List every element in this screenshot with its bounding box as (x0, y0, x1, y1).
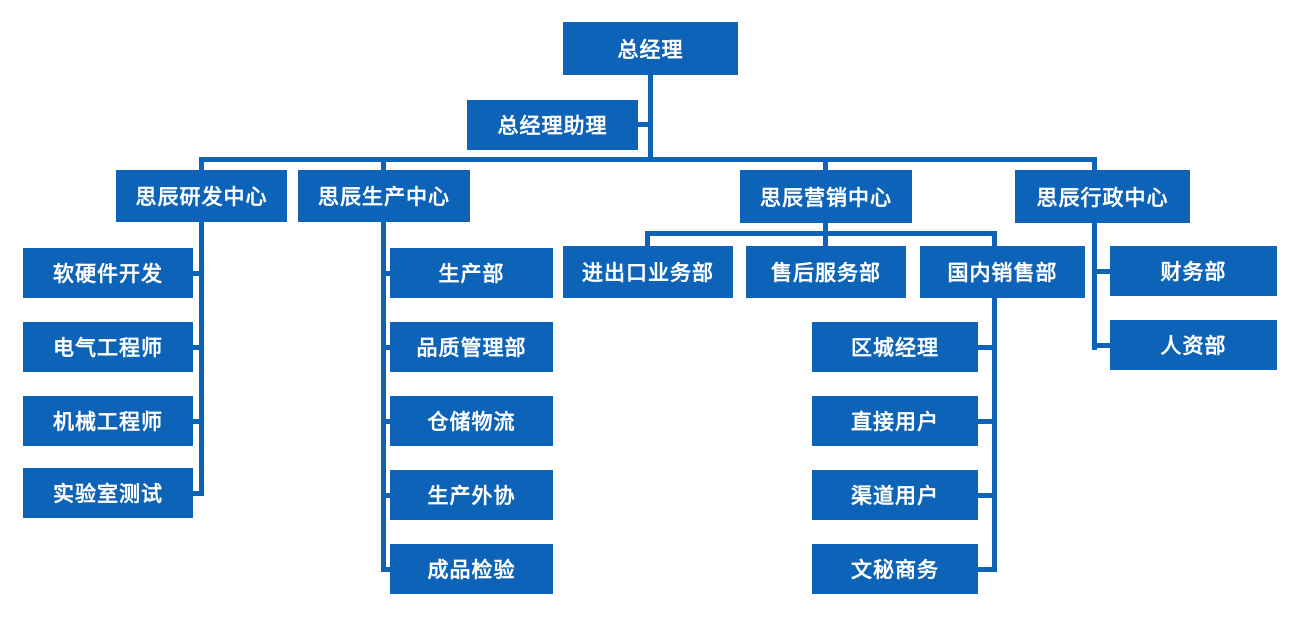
connector-admin-column (1092, 162, 1097, 350)
org-node-domestic-sales-dept: 国内销售部 (920, 246, 1085, 298)
connector-admin-stub-1 (1095, 269, 1112, 274)
connector-admin-stub-2 (1095, 343, 1112, 348)
org-node-direct-users: 直接用户 (812, 396, 978, 446)
org-node-hr-dept: 人资部 (1110, 320, 1277, 370)
connector-assistant-stub (636, 122, 652, 127)
connector-mkt-subrail (645, 231, 997, 236)
org-node-production-dept: 生产部 (390, 248, 553, 298)
org-node-software-hardware-dev: 软硬件开发 (23, 248, 193, 298)
connector-domestic-sales-column (992, 236, 997, 572)
connector-rd-stub-3 (190, 419, 204, 424)
org-node-gm-assistant: 总经理助理 (467, 100, 638, 150)
connector-rd-column (199, 162, 204, 496)
org-node-outsourcing: 生产外协 (390, 470, 553, 520)
org-node-lab-testing: 实验室测试 (23, 468, 193, 518)
connector-prod-stub-5 (381, 567, 393, 572)
org-node-finished-inspection: 成品检验 (390, 544, 553, 594)
connector-prod-stub-4 (381, 493, 393, 498)
org-node-after-sales-dept: 售后服务部 (746, 246, 906, 298)
connector-main-rail (199, 157, 1097, 162)
connector-prod-stub-1 (381, 271, 393, 276)
connector-rd-stub-2 (190, 345, 204, 350)
org-node-secretary-business: 文秘商务 (812, 544, 978, 594)
org-node-admin-center: 思辰行政中心 (1015, 170, 1190, 223)
org-node-finance-dept: 财务部 (1110, 246, 1277, 296)
org-node-marketing-center: 思辰营销中心 (740, 170, 912, 223)
org-node-regional-manager: 区城经理 (812, 322, 978, 372)
connector-sales-stub-3 (976, 493, 994, 498)
org-node-production-center: 思辰生产中心 (298, 170, 470, 222)
org-node-import-export-dept: 进出口业务部 (563, 246, 733, 298)
connector-sales-stub-1 (976, 345, 994, 350)
org-node-rd-center: 思辰研发中心 (116, 170, 287, 222)
connector-gm-vertical (648, 75, 653, 162)
connector-sales-stub-2 (976, 419, 994, 424)
org-node-quality-dept: 品质管理部 (390, 322, 553, 372)
connector-importexport-drop (645, 236, 650, 246)
connector-rd-stub-4 (190, 491, 204, 496)
connector-rd-stub-1 (190, 271, 204, 276)
org-node-general-manager: 总经理 (563, 22, 738, 75)
connector-prod-stub-3 (381, 419, 393, 424)
connector-prod-stub-2 (381, 345, 393, 350)
org-node-electrical-engineer: 电气工程师 (23, 322, 193, 372)
org-node-channel-users: 渠道用户 (812, 470, 978, 520)
org-node-mechanical-engineer: 机械工程师 (23, 396, 193, 446)
connector-prod-column (381, 162, 386, 572)
connector-sales-stub-4 (976, 567, 994, 572)
org-node-warehouse-logistics: 仓储物流 (390, 396, 553, 446)
